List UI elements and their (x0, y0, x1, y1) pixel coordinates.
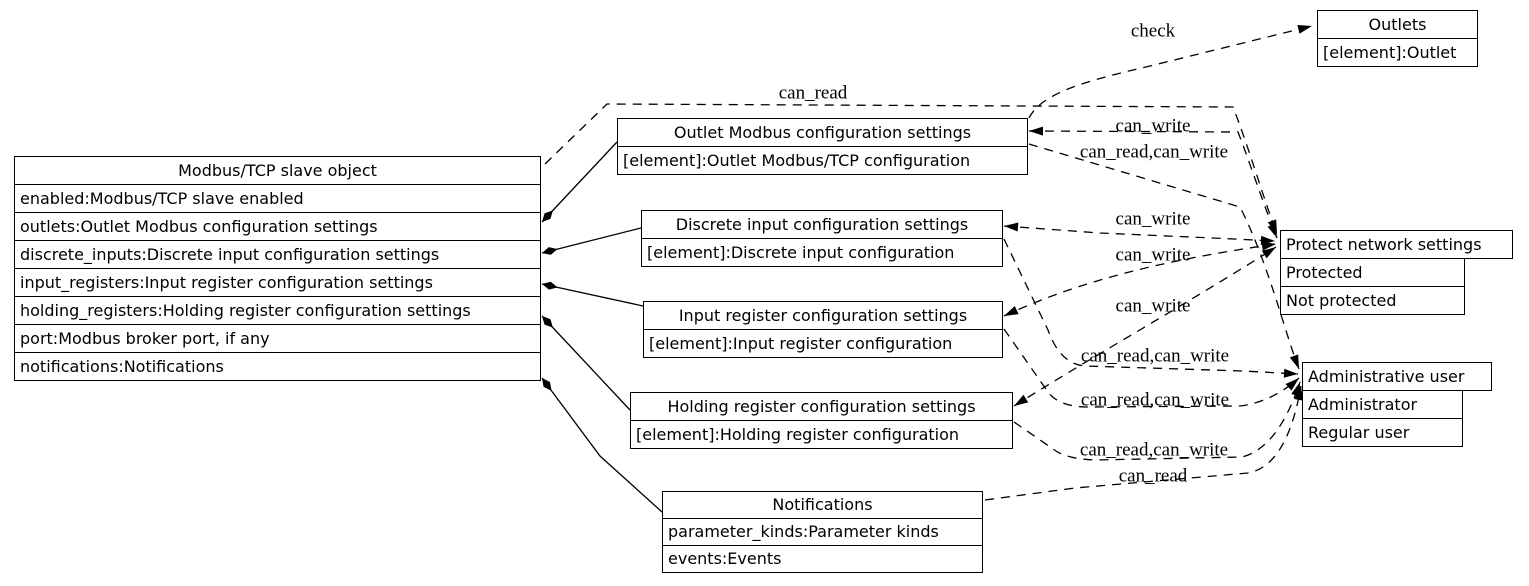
node-notifications: Notifications parameter_kinds:Parameter … (662, 491, 983, 573)
edge-label-crcw-outlet: can_read,can_write (1079, 141, 1229, 163)
node-row: holding_registers:Holding register confi… (14, 296, 541, 325)
edge-crcw-inputreg-admin (1003, 328, 1300, 408)
node-row: discrete_inputs:Discrete input configura… (14, 240, 541, 269)
node-outlet-modbus-config: Outlet Modbus configuration settings [el… (617, 118, 1028, 175)
edge-outlets-composition (541, 141, 618, 223)
node-title: Input register configuration settings (643, 301, 1003, 330)
node-row: events:Events (662, 545, 983, 573)
node-row: [element]:Outlet (1317, 38, 1478, 67)
node-row: enabled:Modbus/TCP slave enabled (14, 184, 541, 213)
edge-label-crcw-holding: can_read,can_write (1079, 439, 1229, 461)
node-title: Holding register configuration settings (630, 392, 1013, 421)
node-row: port:Modbus broker port, if any (14, 324, 541, 353)
node-discrete-input-config: Discrete input configuration settings [e… (641, 210, 1003, 267)
node-modbus-slave-object: Modbus/TCP slave object enabled:Modbus/T… (14, 156, 541, 381)
node-row: [element]:Outlet Modbus/TCP configuratio… (617, 146, 1028, 175)
node-administrative-user: Administrative user Administrator Regula… (1302, 362, 1492, 447)
node-row: Administrator (1302, 390, 1463, 419)
node-row: outlets:Outlet Modbus configuration sett… (14, 212, 541, 241)
node-title: Protect network settings (1280, 230, 1513, 259)
node-title: Outlets (1317, 10, 1478, 39)
node-title: Modbus/TCP slave object (14, 156, 541, 185)
edge-canread-notifications-admin (984, 385, 1304, 501)
node-title: Outlet Modbus configuration settings (617, 118, 1028, 147)
edge-crcw-outletmodbus-admin (1028, 143, 1300, 370)
node-protect-network-settings: Protect network settings Protected Not p… (1280, 230, 1513, 315)
edge-label-can-write-holding: can_write (1115, 295, 1191, 317)
edge-label-can-read-top: can_read (778, 82, 848, 104)
node-row: [element]:Discrete input configuration (641, 238, 1003, 267)
node-outlets: Outlets [element]:Outlet (1317, 10, 1478, 67)
edge-discrete-inputs-composition (541, 227, 642, 255)
node-row: notifications:Notifications (14, 352, 541, 381)
node-input-register-config: Input register configuration settings [e… (643, 301, 1003, 358)
node-title: Administrative user (1302, 362, 1492, 391)
node-title: Discrete input configuration settings (641, 210, 1003, 239)
edge-label-crcw-inputreg: can_read,can_write (1080, 389, 1230, 411)
edge-label-can-write-inputreg: can_write (1115, 244, 1191, 266)
node-row: parameter_kinds:Parameter kinds (662, 518, 983, 546)
edge-label-can-write-outlet: can_write (1115, 115, 1191, 137)
edge-label-crcw-discrete: can_read,can_write (1080, 345, 1230, 367)
node-row: Regular user (1302, 418, 1463, 447)
edge-label-check: check (1130, 20, 1176, 42)
edge-notifications-composition (541, 377, 663, 513)
edge-canwrite-discrete-protect (1003, 222, 1276, 245)
node-row: [element]:Holding register configuration (630, 420, 1013, 449)
edge-crcw-discrete-admin (1003, 238, 1299, 378)
edge-holding-registers-composition (541, 315, 631, 411)
node-row: Not protected (1280, 286, 1465, 315)
edge-label-can-read-notifications: can_read (1118, 465, 1188, 487)
node-title: Notifications (662, 491, 983, 519)
edge-label-can-write-discrete: can_write (1115, 208, 1191, 230)
node-row: Protected (1280, 258, 1465, 287)
node-holding-register-config: Holding register configuration settings … (630, 392, 1013, 449)
edge-input-registers-composition (541, 281, 644, 307)
edge-canwrite-holding-protect (1013, 246, 1277, 407)
node-row: [element]:Input register configuration (643, 329, 1003, 358)
node-row: input_registers:Input register configura… (14, 268, 541, 297)
